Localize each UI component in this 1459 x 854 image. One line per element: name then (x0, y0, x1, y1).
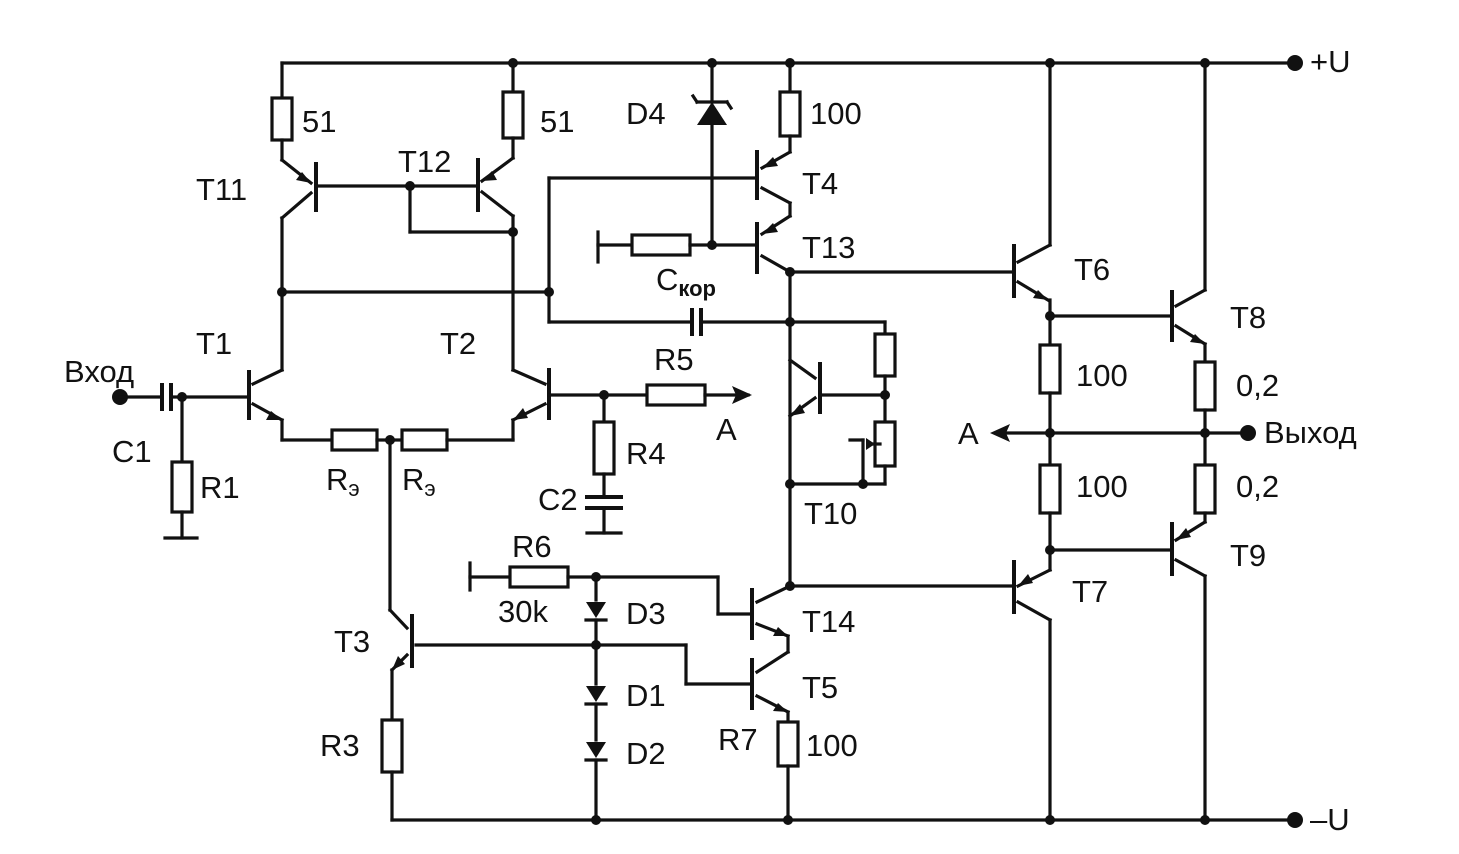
label-node-a-right: A (958, 416, 979, 451)
label-resistor-51-left: 51 (302, 104, 336, 139)
label-r6-value: 30k (498, 594, 548, 629)
label-resistor-100-t7: 100 (1076, 469, 1128, 504)
label-r5: R5 (654, 342, 694, 377)
label-plus-u: +U (1310, 44, 1351, 79)
label-re-left: Rэ (326, 462, 360, 501)
label-r1: R1 (200, 470, 240, 505)
resistor-r7 (776, 720, 800, 768)
label-r7: R7 (718, 722, 758, 757)
label-t5: T5 (802, 670, 838, 705)
label-node-a-left: A (716, 412, 737, 447)
voltage-amplifier-stage (547, 61, 1014, 588)
output-stage (990, 58, 1256, 825)
resistor-r5 (645, 383, 707, 407)
labels: +U –U Вход Выход A A T11 T12 T1 T2 T3 T4… (64, 44, 1357, 837)
resistor-51-right (501, 90, 525, 140)
label-minus-u: –U (1310, 802, 1350, 837)
label-resistor-51-right: 51 (540, 104, 574, 139)
label-r3: R3 (320, 728, 360, 763)
label-d1: D1 (626, 678, 666, 713)
label-output: Выход (1264, 415, 1357, 450)
label-t10: T10 (804, 496, 857, 531)
resistor-0-2-t8 (1193, 360, 1217, 412)
resistor-100-t7 (1038, 463, 1062, 515)
label-resistor-0-2-t8: 0,2 (1236, 368, 1279, 403)
label-t14: T14 (802, 604, 855, 639)
diode-d3 (586, 602, 606, 618)
label-t8: T8 (1230, 300, 1266, 335)
resistor-re-left (330, 428, 379, 452)
label-resistor-100-t6: 100 (1076, 358, 1128, 393)
label-t1: T1 (196, 326, 232, 361)
resistor-r3 (380, 718, 404, 774)
resistor-100-t6 (1038, 343, 1062, 395)
label-c1: C1 (112, 434, 152, 469)
label-input: Вход (64, 354, 134, 389)
feedback-network (547, 383, 752, 535)
label-d3: D3 (626, 596, 666, 631)
resistor-r1 (170, 460, 194, 514)
label-t13: T13 (802, 230, 855, 265)
label-t4: T4 (802, 166, 838, 201)
label-ckor: Cкор (656, 262, 716, 301)
differential-pair (247, 287, 554, 612)
label-t6: T6 (1074, 252, 1110, 287)
resistor-0-2-t9 (1193, 463, 1217, 515)
resistor-100-t4 (778, 90, 802, 138)
label-r6: R6 (512, 529, 552, 564)
resistor-r4 (592, 420, 616, 476)
label-resistor-100-r7: 100 (806, 728, 858, 763)
label-resistor-0-2-t9: 0,2 (1236, 469, 1279, 504)
resistor-r6 (508, 565, 570, 589)
current-source-stage (380, 561, 1014, 822)
label-c2: C2 (538, 482, 578, 517)
label-t7: T7 (1072, 574, 1108, 609)
label-t3: T3 (334, 624, 370, 659)
resistor-t13-bias (630, 233, 692, 257)
label-t11: T11 (196, 172, 247, 207)
power-rail-negative (390, 812, 1303, 828)
label-d2: D2 (626, 736, 666, 771)
rail-junctions (508, 58, 795, 825)
diode-d2 (586, 742, 606, 758)
label-t2: T2 (440, 326, 476, 361)
label-t9: T9 (1230, 538, 1266, 573)
label-d4: D4 (626, 96, 666, 131)
label-re-right: Rэ (402, 462, 436, 501)
diode-d1 (586, 686, 606, 702)
resistor-t10-upper (873, 332, 897, 378)
resistor-51-left (270, 96, 294, 142)
label-resistor-100-t4: 100 (810, 96, 862, 131)
zener-d4 (697, 102, 727, 125)
label-r4: R4 (626, 436, 666, 471)
input-network (112, 383, 251, 540)
bias-transistor-t10 (785, 320, 897, 489)
label-t12: T12 (398, 144, 451, 179)
resistor-re-right (400, 428, 449, 452)
